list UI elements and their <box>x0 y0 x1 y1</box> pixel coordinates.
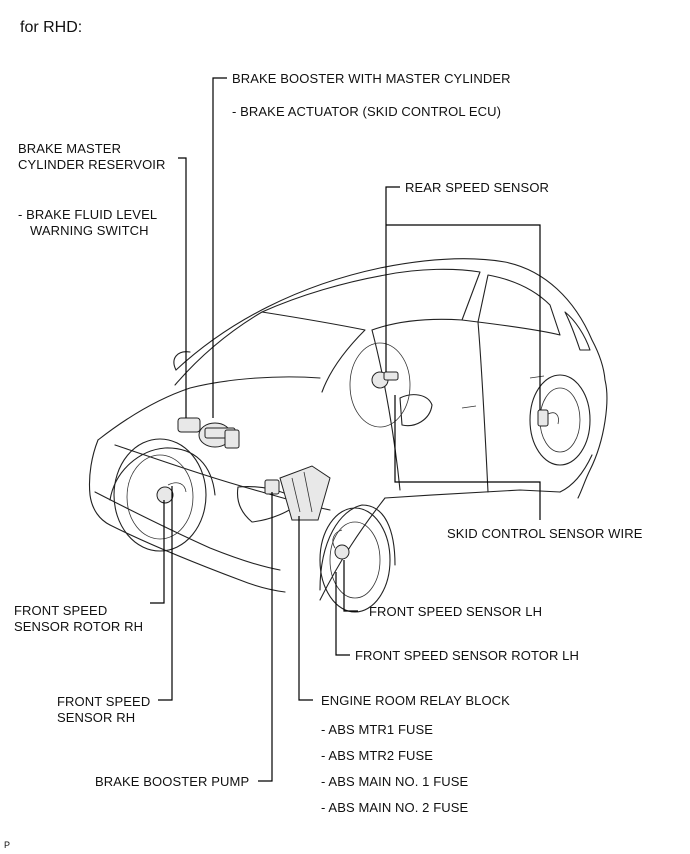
label-fluid-level-line2: WARNING SWITCH <box>30 223 149 238</box>
label-abs-main-no2-fuse: - ABS MAIN NO. 2 FUSE <box>321 800 469 815</box>
label-engine-room-relay-block: ENGINE ROOM RELAY BLOCK <box>321 693 510 708</box>
label-brake-booster-pump: BRAKE BOOSTER PUMP <box>95 774 250 789</box>
label-reservoir-line2: CYLINDER RESERVOIR <box>18 157 166 172</box>
label-front-rotor-rh-line2: SENSOR ROTOR RH <box>14 619 144 634</box>
label-rear-speed-sensor: REAR SPEED SENSOR <box>405 180 550 195</box>
label-abs-mtr1-fuse: - ABS MTR1 FUSE <box>321 722 434 737</box>
label-brake-actuator: - BRAKE ACTUATOR (SKID CONTROL ECU) <box>232 104 502 119</box>
page-title: for RHD: <box>20 19 83 36</box>
footer-mark: P <box>4 840 11 850</box>
label-front-rotor-lh: FRONT SPEED SENSOR ROTOR LH <box>355 648 579 663</box>
label-skid-control-sensor-wire: SKID CONTROL SENSOR WIRE <box>447 526 643 541</box>
label-fluid-level-line1: - BRAKE FLUID LEVEL <box>18 207 158 222</box>
label-front-sensor-rh-line2: SENSOR RH <box>57 710 136 725</box>
car-outline <box>88 258 608 613</box>
label-front-rotor-rh-line1: FRONT SPEED <box>14 603 108 618</box>
label-brake-booster-master-cylinder: BRAKE BOOSTER WITH MASTER CYLINDER <box>232 71 511 86</box>
label-abs-mtr2-fuse: - ABS MTR2 FUSE <box>321 748 434 763</box>
label-reservoir-line1: BRAKE MASTER <box>18 141 122 156</box>
label-abs-main-no1-fuse: - ABS MAIN NO. 1 FUSE <box>321 774 469 789</box>
brake-components <box>156 371 559 560</box>
leader-lines <box>150 77 541 782</box>
label-front-speed-sensor-lh: FRONT SPEED SENSOR LH <box>369 604 543 619</box>
label-front-sensor-rh-line1: FRONT SPEED <box>57 694 151 709</box>
